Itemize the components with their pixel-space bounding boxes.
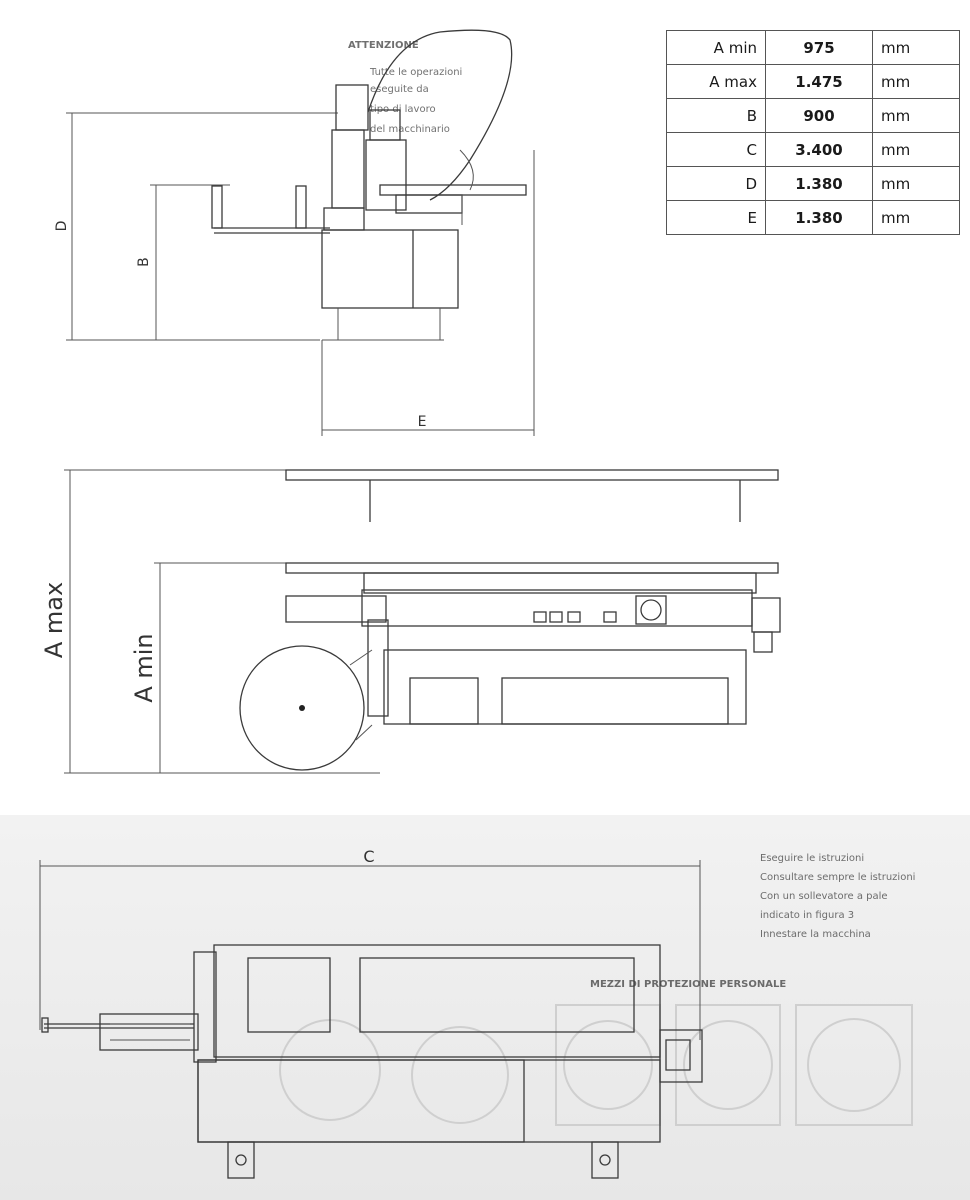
table-row: C 3.400 mm [666, 132, 960, 167]
svg-text:MEZZI DI PROTEZIONE PERSONALE: MEZZI DI PROTEZIONE PERSONALE [590, 979, 786, 990]
label-e: E [418, 414, 427, 430]
svg-text:Tutte le operazioni: Tutte le operazioni [369, 67, 462, 78]
svg-text:Con un sollevatore a pale: Con un sollevatore a pale [760, 891, 888, 902]
dimension-value: 1.475 [765, 64, 873, 99]
svg-text:Innestare la macchina: Innestare la macchina [760, 929, 871, 940]
label-c: C [363, 847, 374, 866]
svg-text:indicato in figura 3: indicato in figura 3 [760, 910, 854, 921]
table-row: A max 1.475 mm [666, 64, 960, 99]
label-d: D [54, 221, 70, 232]
side-view-drawing [66, 29, 535, 436]
background-shade [0, 815, 970, 1200]
dimension-table: A min 975 mm A max 1.475 mm B 900 mm C 3… [666, 30, 960, 235]
table-row: A min 975 mm [666, 30, 960, 65]
dimension-value: 1.380 [765, 200, 873, 235]
dimension-unit: mm [872, 200, 960, 235]
dimension-value: 3.400 [765, 132, 873, 167]
dimension-label: C [666, 132, 766, 167]
bleed-through-pictograms [279, 1004, 913, 1126]
svg-text:del macchinario: del macchinario [370, 124, 450, 135]
dimension-value: 975 [765, 30, 873, 65]
dimension-label: D [666, 166, 766, 201]
dimension-unit: mm [872, 132, 960, 167]
dimension-value: 1.380 [765, 166, 873, 201]
svg-text:eseguite da: eseguite da [370, 84, 429, 95]
front-view-drawing [64, 469, 781, 774]
bleed-through-text: ATTENZIONE Tutte le operazioni eseguite … [348, 40, 915, 990]
dimension-unit: mm [872, 64, 960, 99]
dimension-unit: mm [872, 98, 960, 133]
dimension-unit: mm [872, 30, 960, 65]
svg-text:Consultare sempre le istruzion: Consultare sempre le istruzioni [760, 872, 915, 883]
label-b: B [136, 257, 152, 267]
dimension-unit: mm [872, 166, 960, 201]
svg-text:tipo di lavoro: tipo di lavoro [370, 104, 436, 115]
dimension-label: A min [666, 30, 766, 65]
svg-text:ATTENZIONE: ATTENZIONE [348, 40, 419, 51]
table-row: E 1.380 mm [666, 200, 960, 235]
label-a-min: A min [130, 633, 158, 702]
top-view-drawing [39, 860, 703, 1179]
dimension-label: A max [666, 64, 766, 99]
table-row: B 900 mm [666, 98, 960, 133]
dimension-label: B [666, 98, 766, 133]
svg-text:Eseguire le istruzioni: Eseguire le istruzioni [760, 853, 864, 864]
table-row: D 1.380 mm [666, 166, 960, 201]
dimension-value: 900 [765, 98, 873, 133]
label-a-max: A max [40, 582, 68, 658]
dimension-label: E [666, 200, 766, 235]
